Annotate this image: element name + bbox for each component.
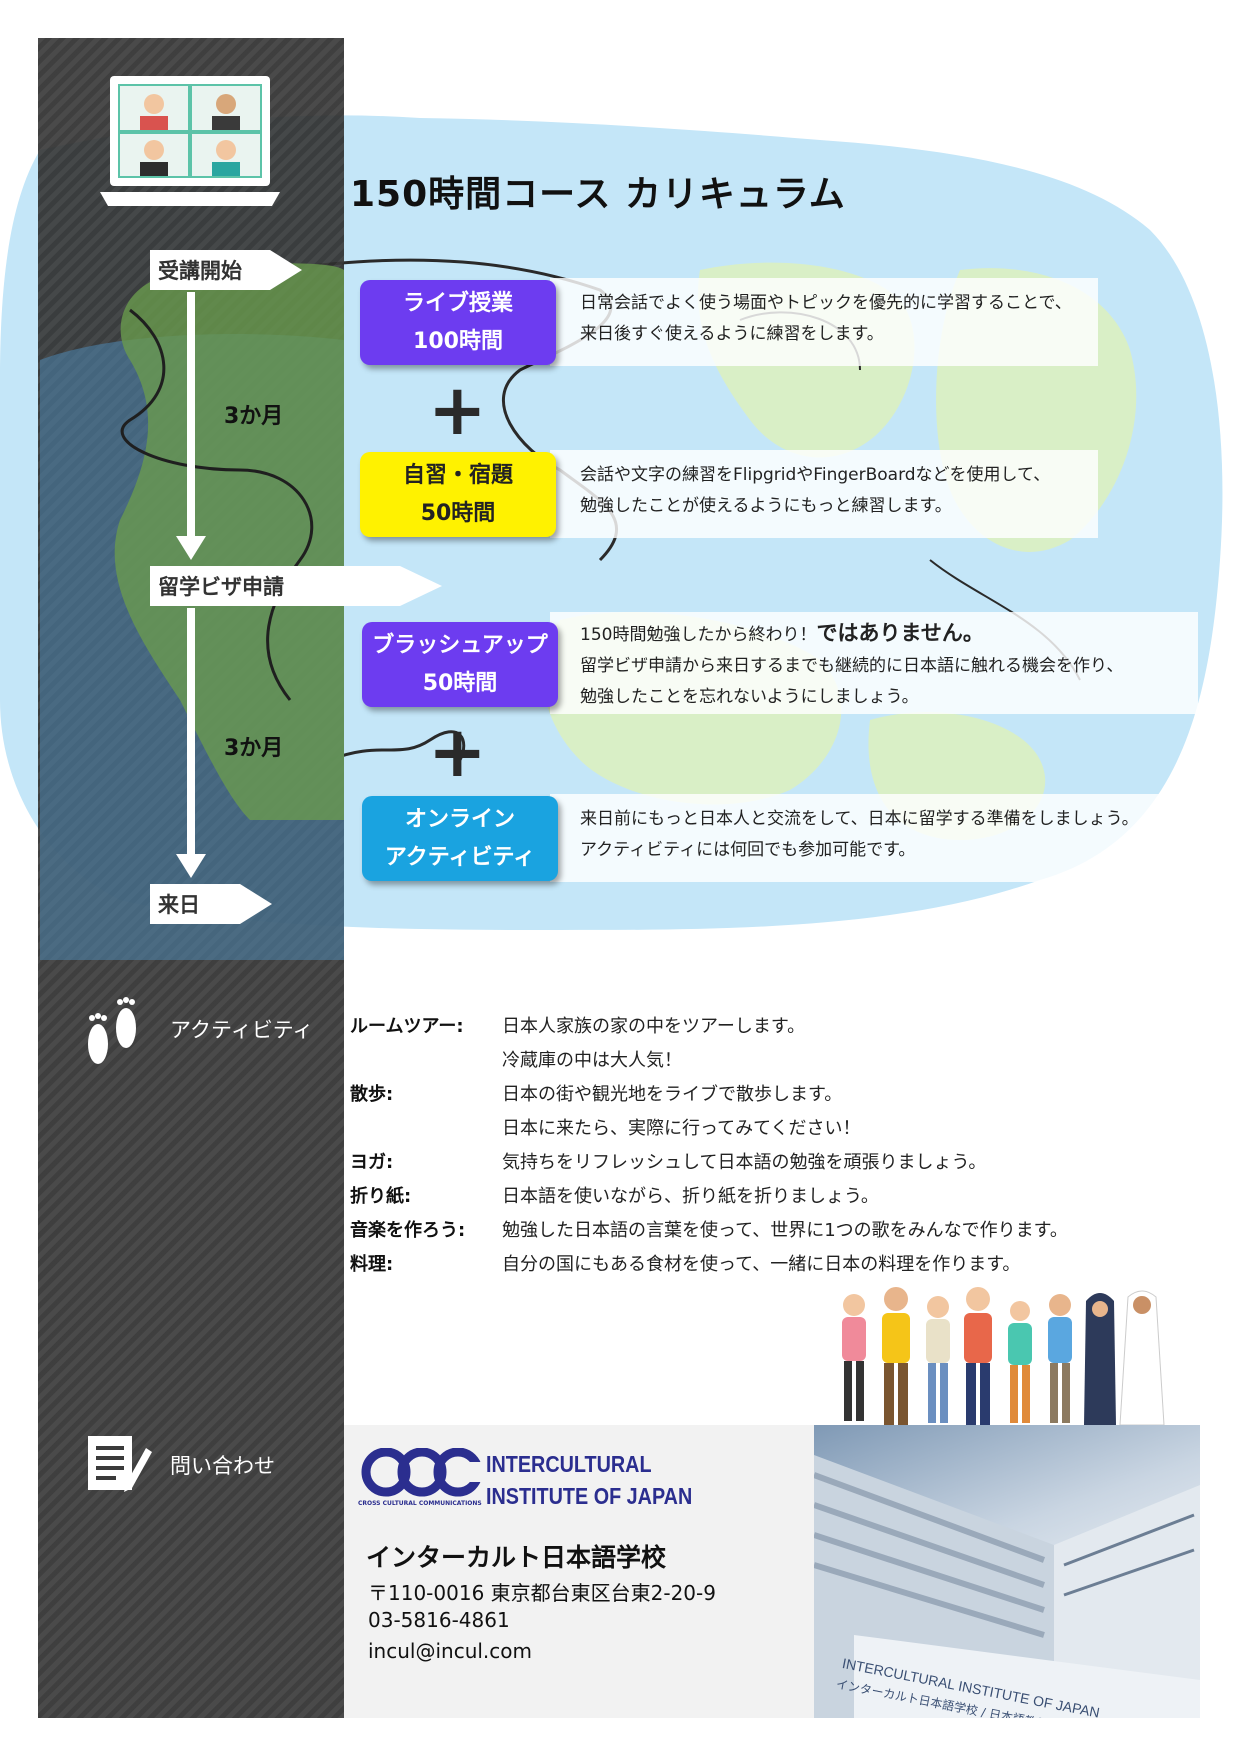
activity-text: 冷蔵庫の中は大人気！ — [502, 1050, 682, 1071]
course-hours: 50時間 — [422, 670, 498, 696]
course-self-study: 自習・宿題 50時間 — [360, 452, 556, 537]
course-title: 自習・宿題 — [402, 462, 513, 488]
course-hours: 50時間 — [420, 500, 496, 526]
ccc-logo — [361, 1448, 482, 1497]
course-hours: 100時間 — [413, 328, 503, 354]
school-email[interactable]: incul@incul.com — [368, 1639, 532, 1663]
flag-arrow-tip — [240, 884, 272, 924]
duration-label-2: 3か月 — [224, 736, 284, 761]
activity-text: 日本に来たら、実際に行ってみてください！ — [502, 1118, 861, 1139]
duration-label-1: 3か月 — [224, 404, 284, 429]
activity-row: 折り紙: 日本語を使いながら、折り紙を折りましょう。 — [350, 1178, 1210, 1212]
activity-row: 日本に来たら、実際に行ってみてください！ — [350, 1110, 1210, 1144]
activity-name: ルームツアー: — [350, 1016, 464, 1037]
people-group-illustration — [842, 1287, 1165, 1426]
timeline-start-flag: 受講開始 — [150, 250, 302, 290]
activity-name: ヨガ: — [350, 1152, 394, 1173]
activity-row: 料理: 自分の国にもある食材を使って、一緒に日本の料理を作ります。 — [350, 1246, 1210, 1280]
course-brush-up: ブラッシュアップ 50時間 — [362, 622, 558, 707]
activity-row: 散歩: 日本の街や観光地をライブで散歩します。 — [350, 1076, 1210, 1110]
description-line: 勉強したことが使えるようにもっと練習します。 — [580, 496, 952, 516]
activity-row: 音楽を作ろう: 勉強した日本語の言葉を使って、世界に1つの歌をみんなで作ります。 — [350, 1212, 1210, 1246]
timeline-visa-label: 留学ビザ申請 — [150, 566, 400, 606]
description-line: 勉強したことを忘れないようにしましょう。 — [580, 687, 919, 707]
activity-text: 気持ちをリフレッシュして日本語の勉強を頑張りましょう。 — [502, 1152, 987, 1173]
activity-text: 勉強した日本語の言葉を使って、世界に1つの歌をみんなで作ります。 — [502, 1220, 1068, 1241]
page-title: 150時間コース カリキュラム — [350, 174, 846, 215]
course-title: ライブ授業 — [402, 290, 513, 316]
activity-name: 音楽を作ろう: — [350, 1220, 466, 1241]
timeline-arrow-1 — [176, 292, 206, 560]
description-text: 150時間勉強したから終わり！ — [580, 625, 817, 645]
course-description-3: 150時間勉強したから終わり！ではありません。 留学ビザ申請から来日するまでも継… — [550, 612, 1198, 714]
activity-name: 料理: — [350, 1254, 394, 1275]
course-online-activities: オンライン アクティビティ — [362, 796, 558, 881]
plus-icon: + — [428, 369, 487, 451]
activity-text: 自分の国にもある食材を使って、一緒に日本の料理を作ります。 — [502, 1254, 1021, 1275]
description-line: 150時間勉強したから終わり！ではありません。 — [580, 618, 1184, 651]
timeline-arrival-label: 来日 — [150, 884, 240, 924]
plus-icon: + — [428, 711, 487, 793]
footprints-icon — [88, 997, 136, 1064]
school-name: インターカルト日本語学校 — [366, 1543, 667, 1572]
activity-text: 日本の街や観光地をライブで散歩します。 — [502, 1084, 843, 1105]
course-description-4: 来日前にもっと日本人と交流をして、日本に留学する準備をしましょう。 アクティビテ… — [550, 794, 1210, 882]
course-hours: アクティビティ — [384, 844, 536, 870]
logo-subtitle: CROSS CULTURAL COMMUNICATIONS — [358, 1500, 482, 1507]
description-line: 留学ビザ申請から来日するまでも継続的に日本語に触れる機会を作り、 — [580, 656, 1124, 676]
description-emphasis: ではありません。 — [816, 621, 984, 645]
timeline-arrival-flag: 来日 — [150, 884, 272, 924]
flag-arrow-tip — [270, 250, 302, 290]
flag-arrow-tip — [400, 566, 442, 606]
contact-section-label: 問い合わせ — [170, 1454, 275, 1478]
activity-text: 日本語を使いながら、折り紙を折りましょう。 — [502, 1186, 879, 1207]
logo-line: INTERCULTURAL — [486, 1451, 652, 1477]
course-title: ブラッシュアップ — [372, 632, 548, 658]
activity-row: ルームツアー: 日本人家族の家の中をツアーします。 — [350, 1008, 1210, 1042]
activity-text: 日本人家族の家の中をツアーします。 — [502, 1016, 806, 1037]
building-photo: INTERCULTURAL INSTITUTE OF JAPAN インターカルト… — [814, 1425, 1200, 1718]
course-title: オンライン — [404, 806, 515, 832]
course-description-2: 会話や文字の練習をFlipgridやFingerBoardなどを使用して、 勉強… — [550, 450, 1098, 538]
description-line: 会話や文字の練習をFlipgridやFingerBoardなどを使用して、 — [580, 465, 1051, 485]
school-phone: 03-5816-4861 — [368, 1608, 510, 1632]
timeline-visa-flag: 留学ビザ申請 — [150, 566, 442, 606]
description-line: アクティビティには何回でも参加可能です。 — [580, 840, 916, 860]
school-address: 〒110-0016 東京都台東区台東2-20-9 — [368, 1581, 716, 1605]
activity-row: 冷蔵庫の中は大人気！ — [350, 1042, 1210, 1076]
description-line: 来日後すぐ使えるように練習をします。 — [580, 324, 884, 344]
activity-row: ヨガ: 気持ちをリフレッシュして日本語の勉強を頑張りましょう。 — [350, 1144, 1210, 1178]
logo-wordmark: INTERCULTURAL INSTITUTE OF JAPAN — [486, 1448, 692, 1512]
timeline-arrow-2 — [176, 608, 206, 878]
contact-panel — [344, 1425, 814, 1718]
laptop-video-call-illustration — [100, 76, 280, 206]
logo-line: INSTITUTE OF JAPAN — [486, 1483, 693, 1509]
document-pen-icon — [88, 1436, 152, 1492]
description-line: 日常会話でよく使う場面やトピックを優先的に学習することで、 — [580, 293, 1072, 313]
activities-section-label: アクティビティ — [170, 1018, 314, 1042]
activity-name: 折り紙: — [350, 1186, 412, 1207]
description-line: 来日前にもっと日本人と交流をして、日本に留学する準備をしましょう。 — [580, 809, 1139, 829]
activity-name: 散歩: — [350, 1084, 394, 1105]
course-description-1: 日常会話でよく使う場面やトピックを優先的に学習することで、 来日後すぐ使えるよう… — [550, 278, 1098, 366]
course-live-lessons: ライブ授業 100時間 — [360, 280, 556, 365]
building-drawing — [814, 1455, 1200, 1718]
timeline-start-label: 受講開始 — [150, 250, 270, 290]
